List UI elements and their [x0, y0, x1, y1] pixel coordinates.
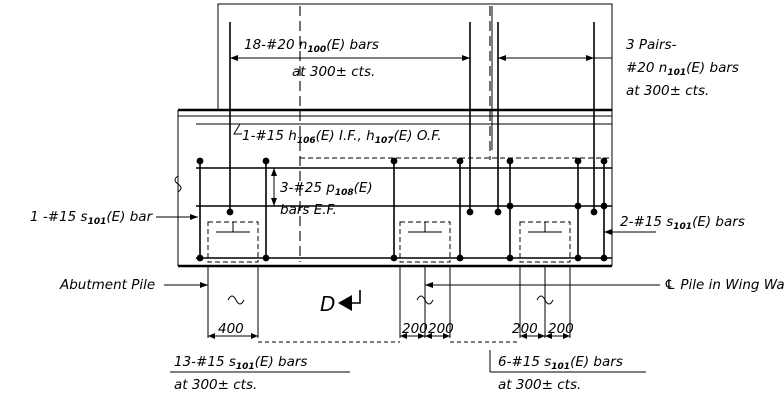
piles [207, 221, 571, 263]
abutment-pile-label: Abutment Pile [59, 277, 155, 293]
dim-200-a: 200 [402, 321, 428, 337]
direction-arrow-icon [338, 295, 352, 311]
s101-left-label: 1 -#15 s101(E) bar [30, 209, 154, 227]
upper-wall-outline [217, 3, 613, 262]
dim-400: 400 [218, 321, 244, 337]
h-bars-label: 1-#15 h106(E) I.F., h107(E) O.F. [242, 128, 442, 146]
n100-dimension [230, 55, 470, 61]
dim-200-b: 200 [428, 321, 454, 337]
p-bars-label-line2: bars E.F. [280, 202, 337, 218]
pairs-label-line3: at 300± cts. [626, 83, 709, 99]
s101-right-label: 2-#15 s101(E) bars [620, 214, 745, 232]
pairs-label-line1: 3 Pairs- [626, 37, 677, 53]
s6-label: 6-#15 s101(E) bars [498, 354, 623, 372]
n100-spacing-label: at 300± cts. [292, 64, 375, 80]
pairs-dimension [498, 55, 612, 61]
dim-200-d: 200 [548, 321, 574, 337]
s13-spacing: at 300± cts. [174, 377, 257, 393]
dim-200-c: 200 [512, 321, 538, 337]
h-bars-leader [233, 123, 242, 135]
p-bars-label: 3-#25 p108(E) [280, 180, 373, 198]
cl-pile-label: ℄ Pile in Wing Wall [664, 277, 784, 293]
pile-stems [207, 266, 571, 338]
bottom-dimensions [208, 333, 570, 343]
s13-label: 13-#15 s101(E) bars [174, 354, 307, 372]
vertical-n-bars [226, 22, 598, 216]
pairs-label-line2: #20 n101(E) bars [626, 60, 739, 78]
n100-label: 18-#20 n100(E) bars [244, 37, 379, 55]
s-bars [196, 157, 608, 262]
s6-spacing: at 300± cts. [498, 377, 581, 393]
pile-cap-outline [174, 108, 613, 268]
direction-label: D [320, 292, 335, 316]
p-bars-dimension [271, 168, 277, 206]
